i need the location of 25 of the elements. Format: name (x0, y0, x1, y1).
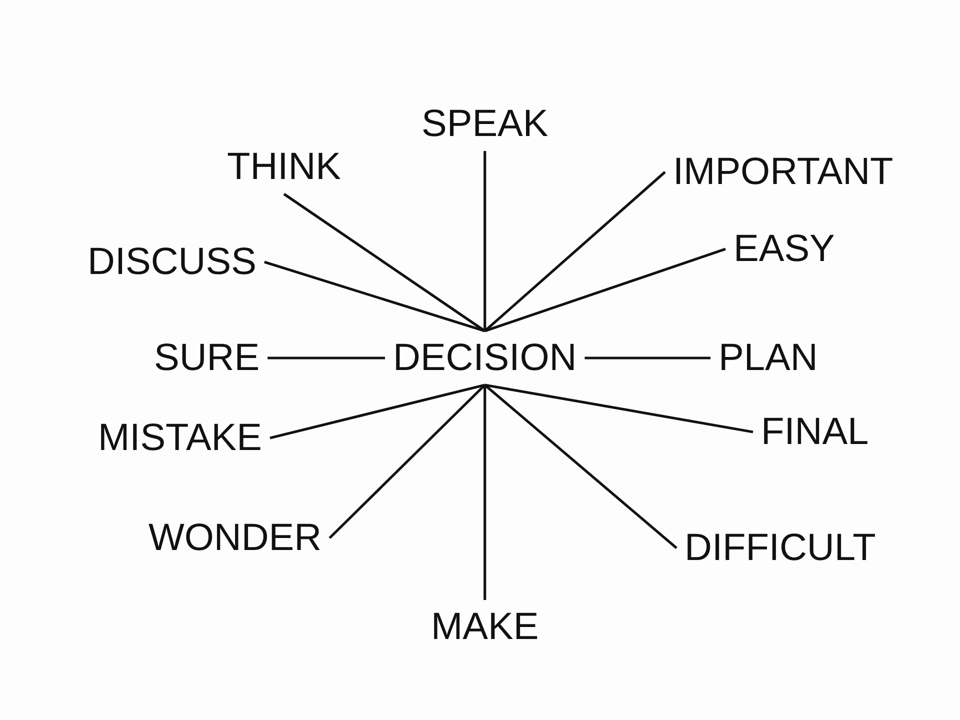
connector-line (270, 384, 486, 440)
connector-line (268, 356, 385, 360)
word-label: EASY (726, 222, 843, 276)
word-label: SPEAK (414, 97, 556, 151)
word-label: THINK (219, 140, 349, 194)
word-label: DISCUSS (80, 235, 264, 289)
connector-line (484, 384, 678, 549)
word-label: WONDER (140, 511, 330, 565)
word-label: IMPORTANT (665, 145, 902, 199)
word-label: MISTAKE (90, 411, 270, 465)
connector-line (484, 385, 486, 600)
connector-line (484, 151, 486, 331)
connector-line (264, 260, 486, 332)
word-label: DIFFICULT (676, 521, 884, 575)
connector-line (328, 384, 486, 539)
word-label: FINAL (753, 405, 877, 459)
connector-line (484, 384, 754, 434)
word-label: MAKE (423, 600, 547, 654)
word-label: SURE (146, 331, 268, 385)
connector-line (484, 171, 666, 332)
word-label: PLAN (710, 331, 826, 385)
connector-line (584, 356, 710, 360)
connector-line (484, 248, 726, 332)
word-label: DECISION (385, 331, 585, 385)
connector-line (283, 192, 486, 332)
